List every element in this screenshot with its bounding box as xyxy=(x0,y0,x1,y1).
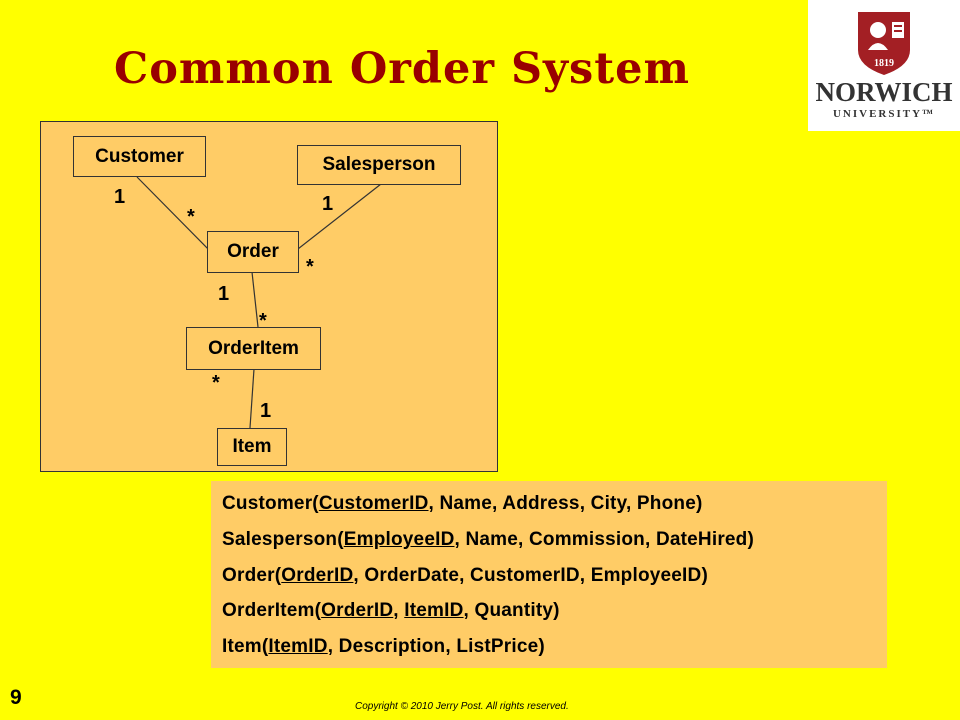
logo-year: 1819 xyxy=(874,58,894,69)
multiplicity-order-one: 1 xyxy=(218,283,230,305)
slide-title: Common Order System xyxy=(114,44,690,94)
multiplicity-item-one: 1 xyxy=(260,400,272,422)
schema-customer: Customer(CustomerID, Name, Address, City… xyxy=(222,493,703,514)
slide-number: 9 xyxy=(10,686,22,709)
primary-key: CustomerID xyxy=(318,493,429,514)
multiplicity-customer-one: 1 xyxy=(114,186,126,208)
schema-item: Item(ItemID, Description, ListPrice) xyxy=(222,636,545,657)
multiplicity-order-many-salesperson: * xyxy=(306,256,314,278)
norwich-university-logo: 1819 NORWICH UNIVERSITY™ xyxy=(808,0,960,131)
schema-order: Order(OrderID, OrderDate, CustomerID, Em… xyxy=(222,565,708,586)
primary-key: ItemID xyxy=(404,600,464,621)
primary-key: OrderID xyxy=(321,600,394,621)
primary-key: OrderID xyxy=(281,565,354,586)
schema-orderitem: OrderItem(OrderID, ItemID, Quantity) xyxy=(222,600,560,621)
entity-order[interactable]: Order xyxy=(207,231,299,273)
logo-name-line2: UNIVERSITY™ xyxy=(832,108,936,120)
order-orderitem-line xyxy=(251,271,259,328)
orderitem-item-line xyxy=(249,368,255,429)
primary-key: ItemID xyxy=(268,636,328,657)
copyright-notice: Copyright © 2010 Jerry Post. All rights … xyxy=(355,701,569,712)
multiplicity-orderitem-many-item: * xyxy=(212,372,220,394)
primary-key: EmployeeID xyxy=(343,529,455,550)
entity-customer[interactable]: Customer xyxy=(73,136,206,177)
entity-item[interactable]: Item xyxy=(217,428,287,466)
multiplicity-salesperson-one: 1 xyxy=(322,193,334,215)
customer-order-line xyxy=(136,176,216,257)
entity-salesperson[interactable]: Salesperson xyxy=(297,145,461,185)
logo-name-line1: NORWICH xyxy=(815,77,953,107)
multiplicity-orderitem-many-order: * xyxy=(259,310,267,332)
salesperson-order-line xyxy=(288,183,382,257)
multiplicity-order-many-customer: * xyxy=(187,206,195,228)
relational-schema-panel: Customer(CustomerID, Name, Address, City… xyxy=(211,481,887,668)
entity-orderitem[interactable]: OrderItem xyxy=(186,327,321,370)
schema-salesperson: Salesperson(EmployeeID, Name, Commission… xyxy=(222,529,755,550)
university-seal-icon: 1819 xyxy=(858,12,910,75)
